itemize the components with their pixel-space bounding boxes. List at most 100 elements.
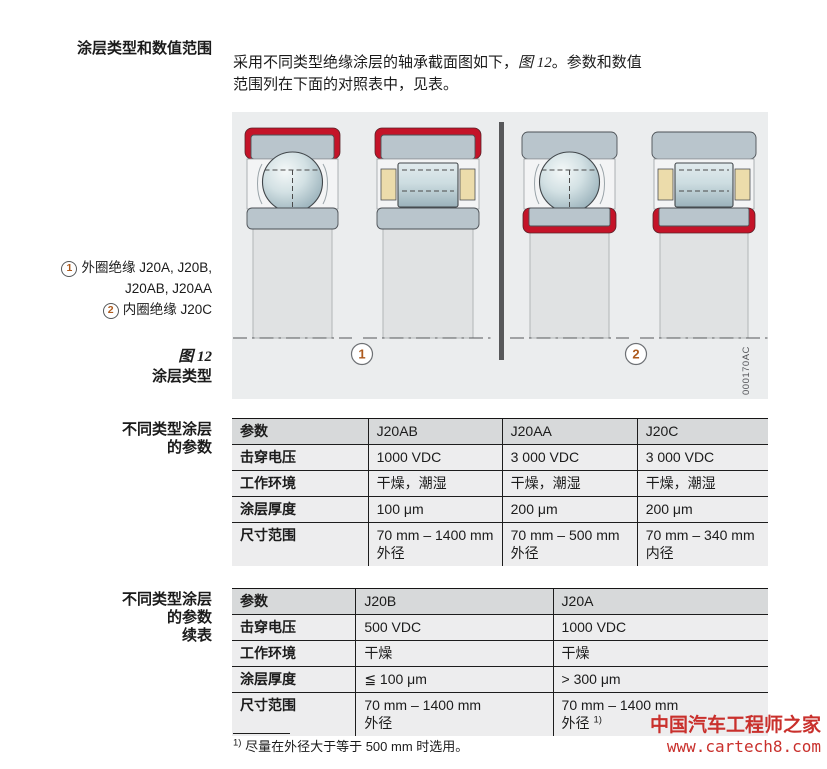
watermark: 中国汽车工程师之家 www.cartech8.com [650, 714, 821, 756]
heading-line: 的参数 [166, 439, 212, 456]
roller [674, 162, 734, 208]
roller-bearing-inner-ring-coated [640, 131, 768, 339]
footnote-body: 尽量在外径大于等于 500 mm 时选用。 [245, 739, 469, 754]
table-cell: 干燥 [355, 640, 554, 667]
intro-text: 。参数和数值 [551, 54, 642, 71]
ball-bearing-outer-ring-coated [233, 127, 352, 339]
column-header: J20AA [501, 418, 638, 445]
intro-paragraph: 采用不同类型绝缘涂层的轴承截面图如下，图 12。参数和数值范围列在下面的对照表中… [233, 52, 775, 95]
figure-callout-1: 1 [350, 342, 374, 366]
row-header: 击穿电压 [232, 444, 369, 471]
footnote: 1) 尽量在外径大于等于 500 mm 时选用。 [233, 733, 468, 755]
inner-ring [528, 207, 611, 227]
table-cell: 200 μm [501, 496, 638, 523]
column-header: J20B [355, 588, 554, 615]
figure-code-label: 000170AC [741, 346, 752, 395]
watermark-site-name: 中国汽车工程师之家 [649, 715, 821, 736]
column-header: 参数 [232, 588, 356, 615]
table-cell: 500 VDC [355, 614, 554, 641]
roller-bearing-outer-ring-coated [363, 127, 493, 339]
watermark-url: www.cartech8.com [666, 737, 821, 756]
shaft [529, 229, 610, 339]
column-header: J20AB [367, 418, 503, 445]
inner-ring [658, 207, 750, 227]
table2-margin-heading: 不同类型涂层 的参数 续表 [20, 591, 212, 645]
table-cell: > 300 μm [552, 666, 768, 693]
shaft [382, 225, 474, 339]
section-heading: 涂层类型和数值范围 [76, 40, 212, 57]
table-cell: 3 000 VDC [636, 444, 768, 471]
column-header: J20A [552, 588, 768, 615]
table-cell: 70 mm – 1400 mm 外径 [367, 522, 503, 566]
figure-reference: 图 12 [518, 55, 552, 71]
row-header: 涂层厚度 [232, 496, 369, 523]
cage [734, 168, 751, 201]
outer-ring [651, 131, 757, 160]
legend-text: 外圈绝缘 J20A, J20B, [81, 260, 212, 275]
intro-text: 采用不同类型绝缘涂层的轴承截面图如下， [233, 54, 519, 71]
heading-line: 的参数 [166, 609, 212, 626]
legend-text: 内圈绝缘 J20C [122, 302, 212, 317]
table-row: 工作环境干燥干燥 [232, 640, 768, 667]
table-cell: 干燥 [552, 640, 768, 667]
heading-line: 不同类型涂层 [121, 421, 212, 438]
figure-divider-bar [499, 122, 504, 360]
cage [380, 168, 397, 201]
intro-text: 范围列在下面的对照表中，见表。 [233, 76, 459, 93]
figure-callout-2: 2 [624, 342, 648, 366]
svg-text:2: 2 [632, 347, 639, 362]
bearing-diagram: 1 2 000170AC [232, 112, 768, 399]
table-cell: 70 mm – 340 mm 内径 [636, 522, 768, 566]
table-cell: 3 000 VDC [501, 444, 638, 471]
footnote-text: 1) 尽量在外径大于等于 500 mm 时选用。 [233, 738, 468, 755]
table-cell: ≦ 100 μm [355, 666, 554, 693]
table-row: 涂层厚度≦ 100 μm> 300 μm [232, 666, 768, 693]
inner-ring [246, 207, 339, 230]
heading-line: 续表 [181, 627, 212, 644]
heading-line: 不同类型涂层 [121, 591, 212, 608]
figure-title: 涂层类型 [151, 368, 212, 385]
legend-item-outer-coating-cont: J20AB, J20AA [124, 281, 212, 296]
svg-text:1: 1 [358, 347, 365, 362]
shaft [252, 225, 333, 339]
figure-number: 图 12 [178, 349, 212, 365]
outer-ring [380, 134, 476, 160]
table-cell: 100 μm [367, 496, 503, 523]
row-header: 涂层厚度 [232, 666, 356, 693]
footnote-marker: 1) [233, 737, 242, 749]
figure-bearing-cross-sections: 1 2 000170AC [232, 112, 768, 399]
table1-margin-heading: 不同类型涂层 的参数 [20, 421, 212, 457]
footnote-rule [233, 733, 290, 734]
row-header: 工作环境 [232, 640, 356, 667]
callout-1-badge: 1 [61, 261, 78, 277]
ball-bearing-inner-ring-coated [510, 131, 629, 339]
row-header: 击穿电压 [232, 614, 356, 641]
figure-caption: 图 12 涂层类型 [20, 348, 212, 386]
column-header: J20C [636, 418, 768, 445]
cage [657, 168, 674, 201]
row-header: 尺寸范围 [232, 692, 356, 736]
shaft [659, 229, 749, 339]
table-row: 工作环境干燥，潮湿干燥，潮湿干燥，潮湿 [232, 470, 768, 497]
table-cell: 干燥，潮湿 [367, 470, 503, 497]
table-cell: 1000 VDC [552, 614, 768, 641]
table-cell: 70 mm – 500 mm 外径 [501, 522, 638, 566]
table-cell: 干燥，潮湿 [636, 470, 768, 497]
table-cell: 200 μm [636, 496, 768, 523]
table-cell: 1000 VDC [367, 444, 503, 471]
cage [459, 168, 476, 201]
row-header: 工作环境 [232, 470, 369, 497]
table-cell: 70 mm – 1400 mm 外径 1) [552, 692, 768, 736]
callout-2-badge: 2 [102, 303, 119, 319]
roller [397, 162, 459, 208]
